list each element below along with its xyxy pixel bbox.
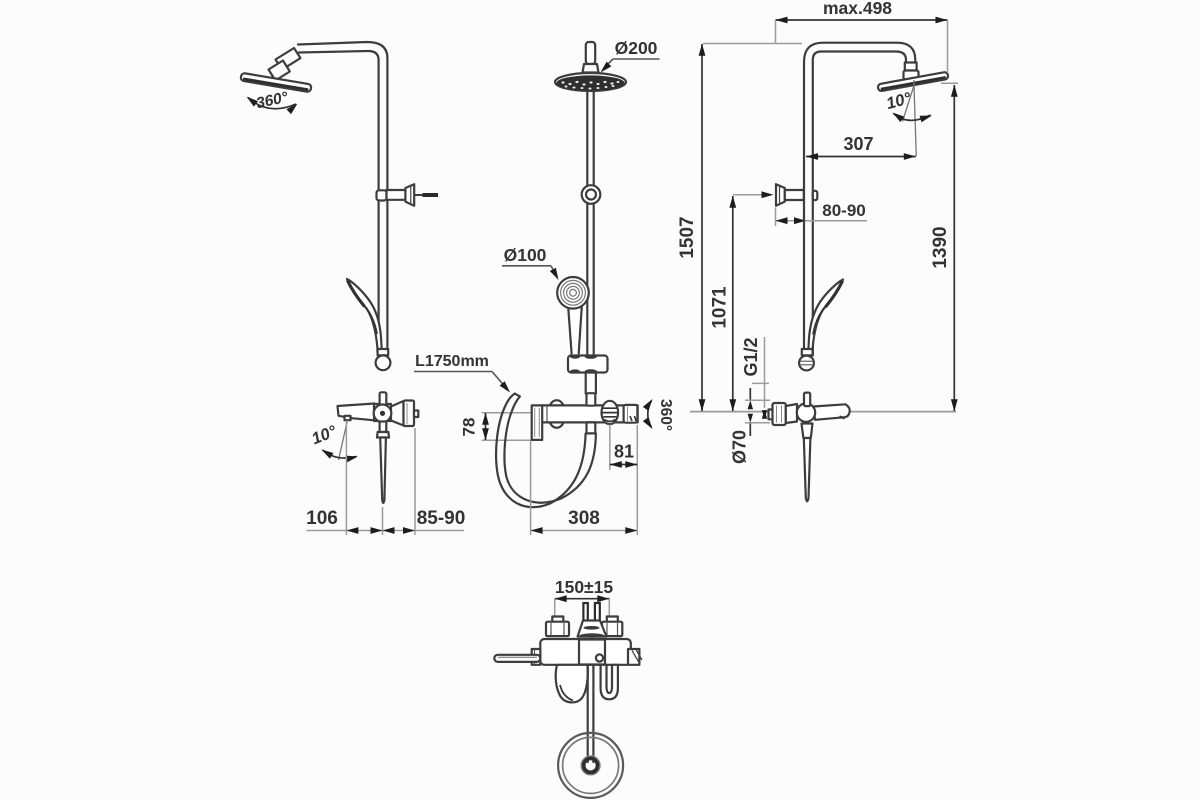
svg-text:1507: 1507	[677, 216, 698, 258]
svg-text:81: 81	[614, 442, 634, 462]
svg-text:1071: 1071	[710, 286, 731, 329]
svg-text:1390: 1390	[930, 226, 951, 268]
svg-text:150±15: 150±15	[555, 577, 614, 597]
svg-text:Ø200: Ø200	[615, 38, 658, 58]
svg-text:Ø70: Ø70	[730, 430, 750, 464]
svg-text:360°: 360°	[657, 399, 674, 431]
svg-text:78: 78	[460, 418, 479, 437]
svg-text:max.498: max.498	[823, 0, 892, 18]
svg-text:307: 307	[843, 134, 873, 154]
svg-text:10°: 10°	[309, 422, 339, 448]
svg-text:80-90: 80-90	[822, 201, 865, 220]
svg-text:L1750mm: L1750mm	[415, 353, 489, 370]
svg-text:10°: 10°	[884, 89, 913, 113]
svg-text:G1/2: G1/2	[741, 337, 761, 376]
svg-text:308: 308	[568, 508, 600, 529]
svg-text:Ø100: Ø100	[504, 245, 547, 265]
svg-text:85-90: 85-90	[417, 508, 466, 529]
svg-text:106: 106	[306, 508, 338, 529]
